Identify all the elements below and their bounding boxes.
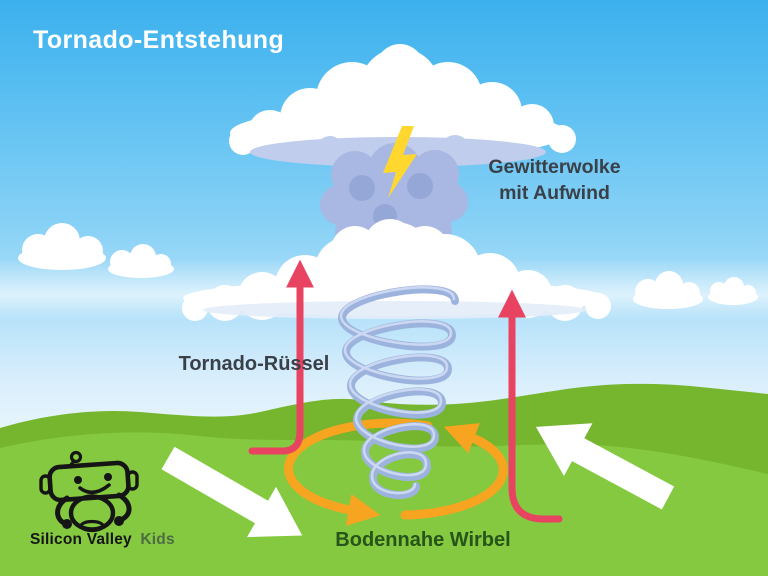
storm-cloud xyxy=(182,44,611,321)
small-clouds-left xyxy=(18,223,174,278)
inflow-arrow-left xyxy=(161,446,303,538)
rotation-arrow-icon xyxy=(284,418,508,526)
funnel-label: Tornado-Rüssel xyxy=(178,353,330,375)
storm-cloud-label: Gewitterwolke mit Aufwind xyxy=(452,154,657,206)
brand-name-bold: Silicon Valley xyxy=(30,531,132,548)
brand-name-light: Kids xyxy=(140,531,175,548)
updraft-arrow-right xyxy=(498,289,563,523)
updraft-arrows xyxy=(248,259,563,523)
robot-mascot-icon xyxy=(39,450,139,533)
storm-cloud-label-line2: mit Aufwind xyxy=(499,182,610,205)
lightning-icon xyxy=(383,126,417,198)
small-clouds-right xyxy=(633,271,758,309)
cloud-base xyxy=(182,219,611,321)
inflow-arrow-right xyxy=(535,423,675,510)
diagram-title: Tornado-Entstehung xyxy=(33,26,285,54)
updraft-arrow-left xyxy=(248,259,314,455)
brand-logo-text: Silicon Valley Kids xyxy=(30,531,175,549)
storm-cloud-label-line1: Gewitterwolke xyxy=(488,156,621,178)
tornado-spiral xyxy=(337,285,459,500)
ground-vortex-label: Bodennahe Wirbel xyxy=(335,529,511,551)
